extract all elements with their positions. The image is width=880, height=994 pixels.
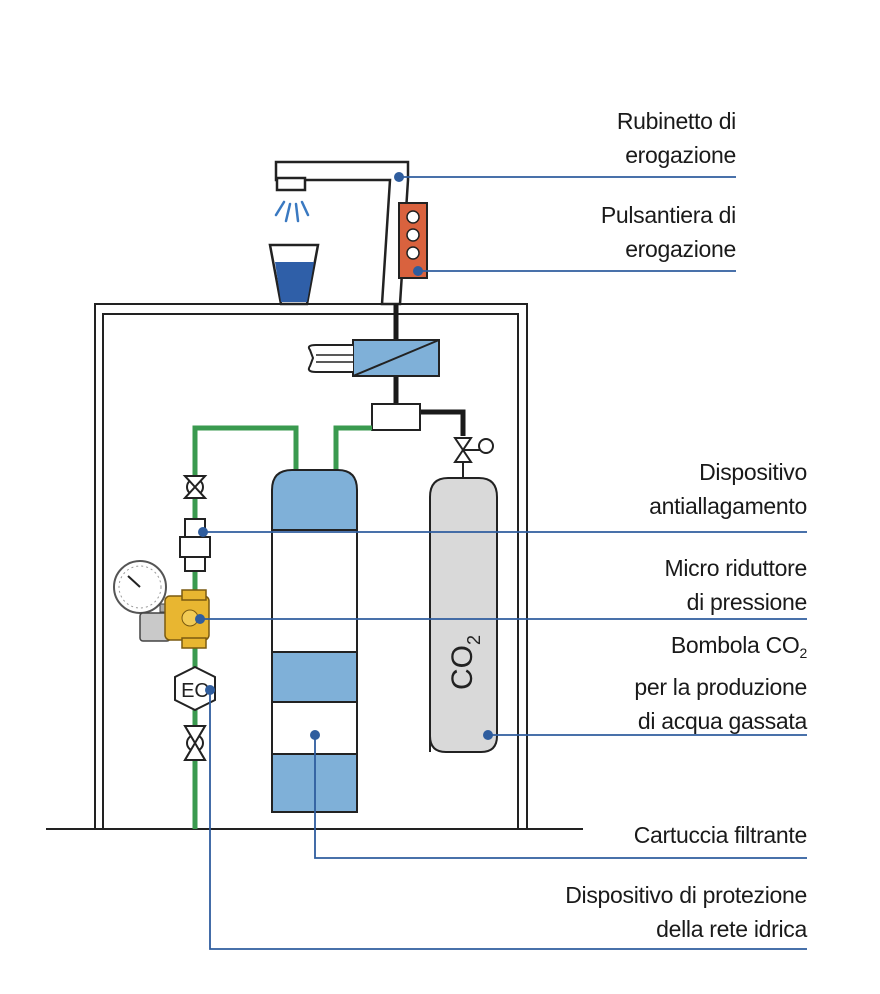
cabinet: [94, 303, 528, 829]
label-riduttore: Micro riduttore di pressione: [664, 555, 808, 615]
leader-protezione: [209, 690, 807, 950]
label-protezione: Dispositivo di protezione della rete idr…: [565, 882, 807, 942]
label-antiallagamento: Dispositivo antiallagamento: [649, 459, 807, 519]
pressure-reducer: [113, 560, 210, 649]
label-rubinetto: Rubinetto di erogazione: [616, 108, 736, 168]
anti-flood-device: [179, 518, 211, 572]
button-panel: [398, 202, 428, 279]
co2-valve-icon: [453, 437, 494, 478]
label-pulsantiera: Pulsantiera di erogazione: [600, 202, 736, 262]
filter-cartridge: [271, 469, 358, 813]
label-cartuccia: Cartuccia filtrante: [633, 822, 808, 848]
glass-icon: [268, 243, 320, 306]
shutoff-valve-lower-icon: [183, 725, 207, 761]
ec-label: EC: [181, 680, 209, 702]
leader-dots: [195, 172, 493, 740]
label-bombola: Bombola CO2 per la produzione di acqua g…: [634, 632, 807, 734]
water-spray-icon: [274, 200, 310, 223]
shutoff-valve-upper-icon: [182, 475, 208, 499]
co2-cylinder: CO2: [429, 477, 498, 753]
chiller-unit: [307, 339, 440, 377]
leader-lines: [200, 176, 807, 950]
internal-piping: [393, 304, 466, 436]
mixing-block: [371, 403, 421, 431]
leader-cartuccia: [314, 735, 807, 859]
co2-cylinder-label: CO2: [446, 635, 484, 690]
ec-backflow-preventer: EC: [174, 665, 216, 712]
